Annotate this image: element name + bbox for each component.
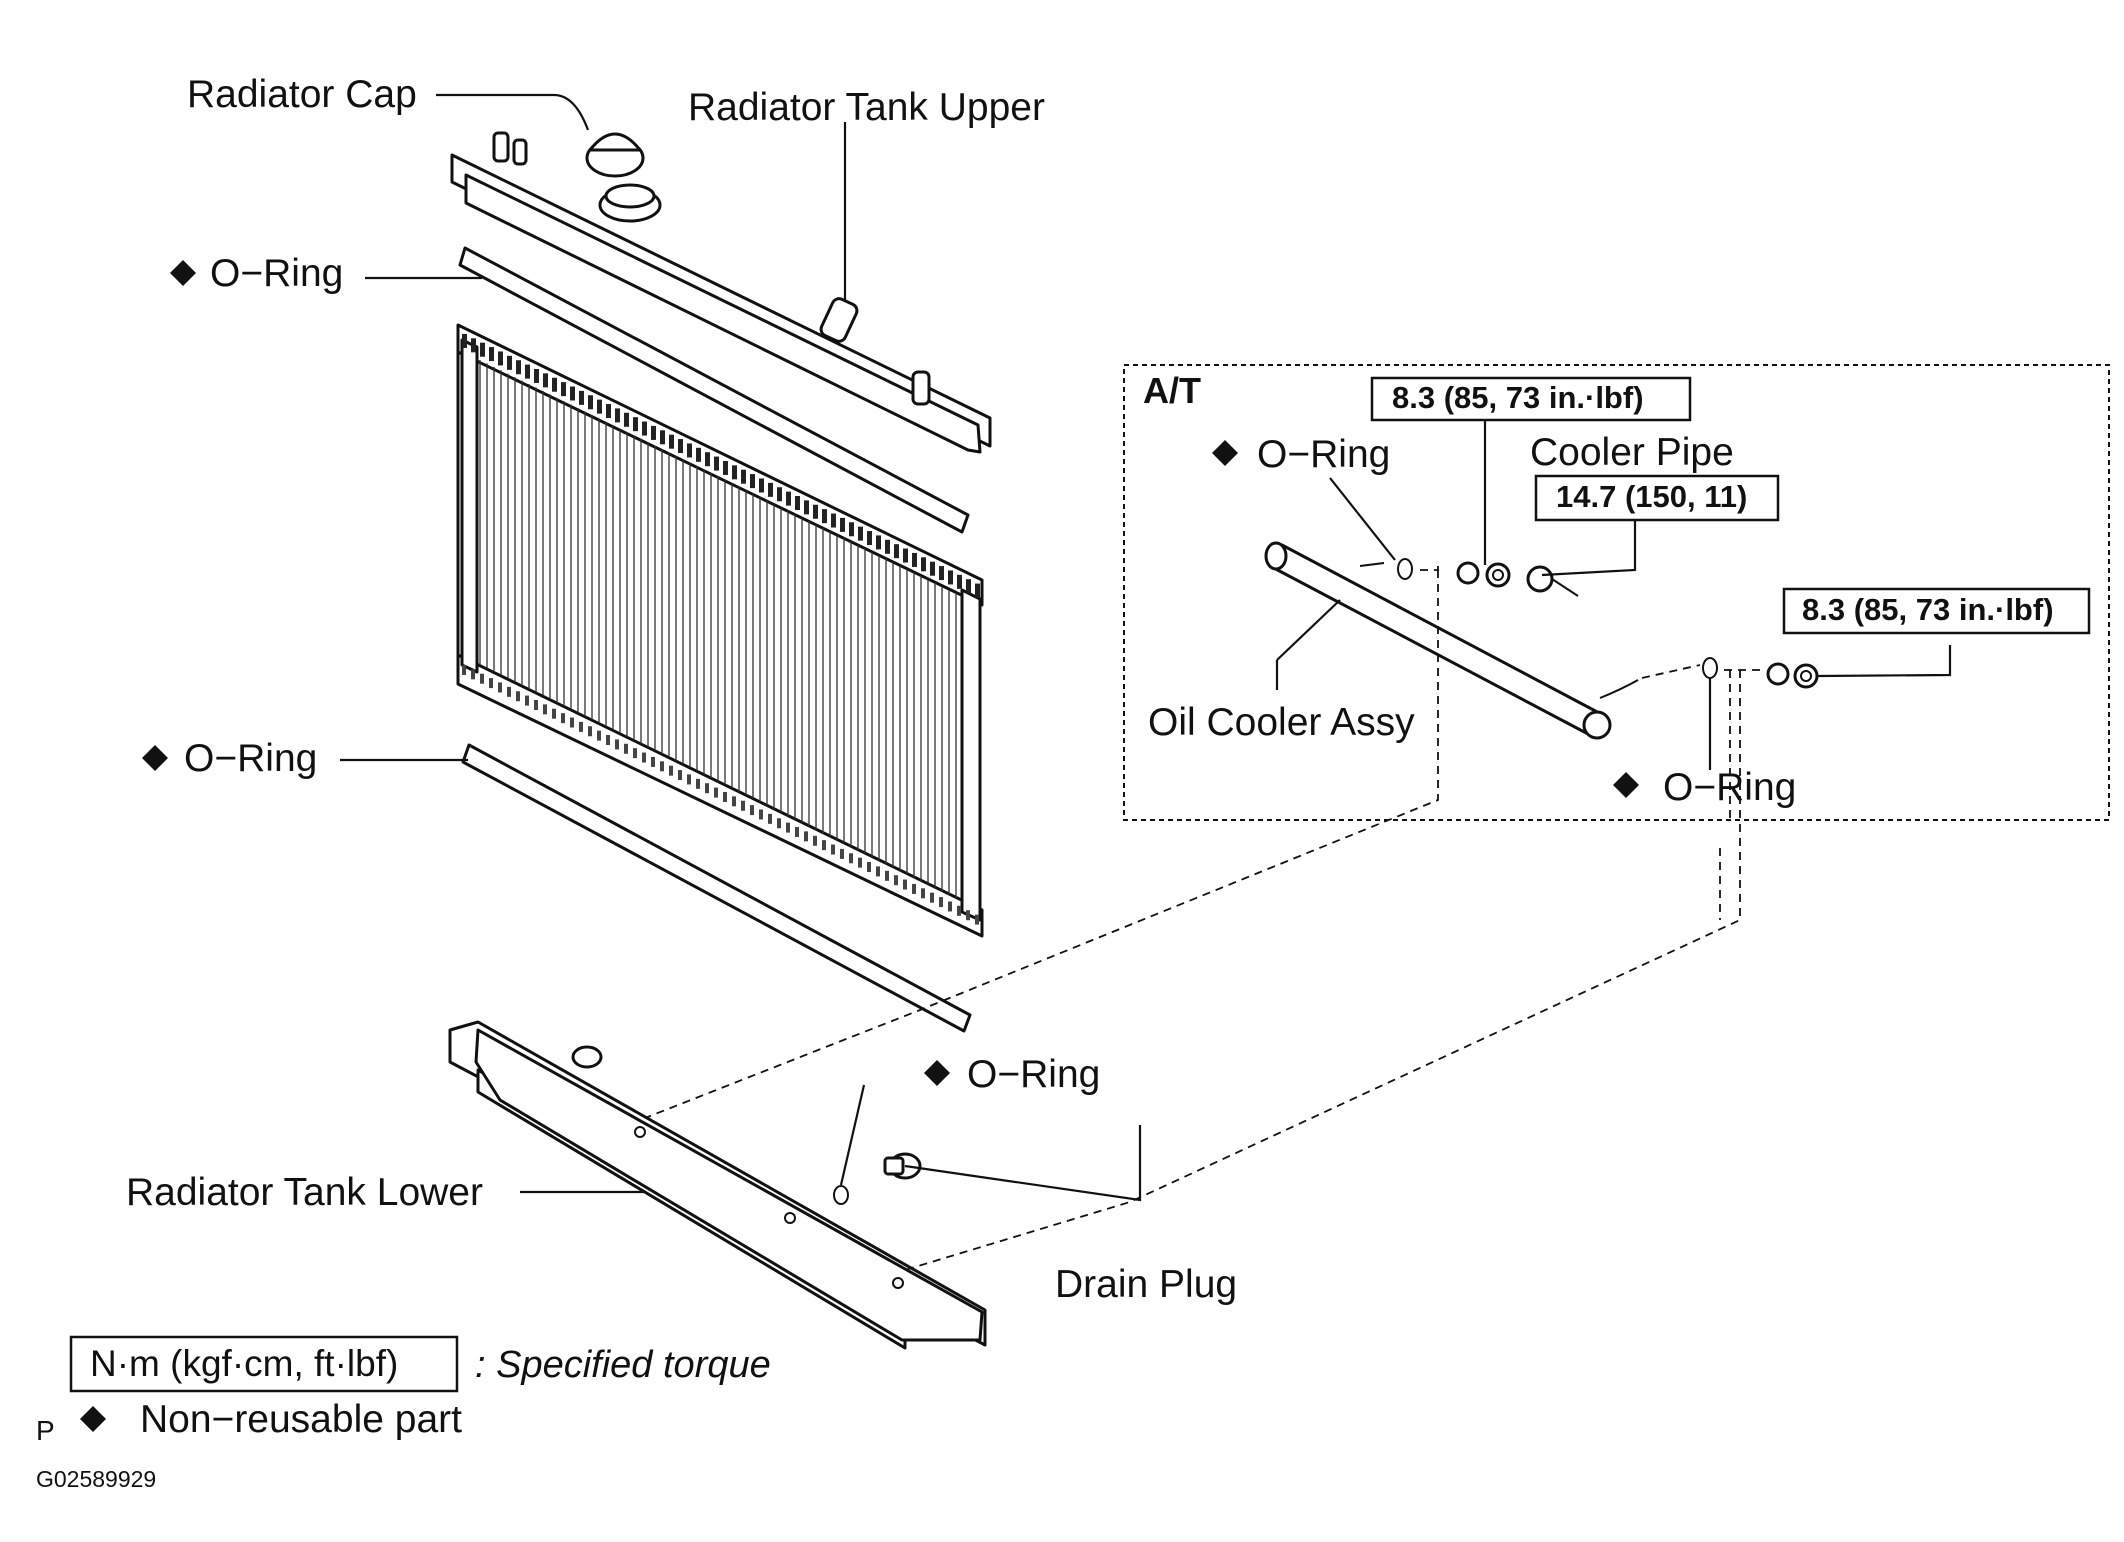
diamond-icon <box>80 1406 106 1432</box>
label-radiator-cap: Radiator Cap <box>187 73 417 116</box>
lower-o-ring-gasket <box>461 743 972 1033</box>
diamond-icon <box>170 260 196 286</box>
oil-cooler-assy-part <box>1264 541 1639 740</box>
legend-torque-box <box>69 1335 459 1393</box>
radiator-tank-upper <box>450 131 992 454</box>
upper-o-ring-gasket <box>458 246 970 534</box>
torque-box-bolt <box>1534 474 1780 522</box>
radiator-fins <box>479 360 957 899</box>
label-radiator-tank-lower: Radiator Tank Lower <box>126 1171 483 1214</box>
label-o-ring-inset-right: O−Ring <box>1663 766 1796 809</box>
drain-plug-o-ring <box>833 1185 849 1205</box>
torque-spec-bolt: 14.7 (150, 11) <box>1556 479 1747 514</box>
diamond-icon <box>142 745 168 771</box>
torque-spec-right: 8.3 (85, 73 in.·lbf) <box>1802 592 2054 627</box>
label-o-ring-upper: O−Ring <box>210 252 343 295</box>
label-cooler-pipe: Cooler Pipe <box>1530 431 1734 474</box>
torque-box-top <box>1370 376 1692 422</box>
diamond-icon <box>924 1060 950 1086</box>
drain-plug-part <box>883 1152 922 1180</box>
label-o-ring-drain: O−Ring <box>967 1053 1100 1096</box>
radiator-cap <box>585 132 645 178</box>
torque-spec-top: 8.3 (85, 73 in.·lbf) <box>1392 380 1644 415</box>
label-o-ring-inset-left: O−Ring <box>1257 433 1390 476</box>
figure-id: G02589929 <box>36 1466 156 1492</box>
label-o-ring-lower: O−Ring <box>184 737 317 780</box>
radiator-core <box>456 323 984 938</box>
legend-torque-unit: N·m (kgf·cm, ft·lbf) <box>90 1343 398 1384</box>
diamond-icon <box>1613 772 1639 798</box>
at-section-label: A/T <box>1143 370 1201 411</box>
label-drain-plug: Drain Plug <box>1055 1263 1237 1306</box>
legend-torque-caption: : Specified torque <box>475 1344 771 1386</box>
label-radiator-tank-upper: Radiator Tank Upper <box>688 86 1045 129</box>
legend-non-reusable: Non−reusable part <box>140 1398 462 1441</box>
diamond-icon <box>1212 440 1238 466</box>
radiator-tank-lower <box>448 1020 987 1350</box>
label-oil-cooler-assy: Oil Cooler Assy <box>1148 701 1415 744</box>
torque-box-right <box>1782 587 2091 635</box>
legend-page-mark: P <box>36 1415 55 1446</box>
radiator-header-teeth <box>462 333 980 925</box>
